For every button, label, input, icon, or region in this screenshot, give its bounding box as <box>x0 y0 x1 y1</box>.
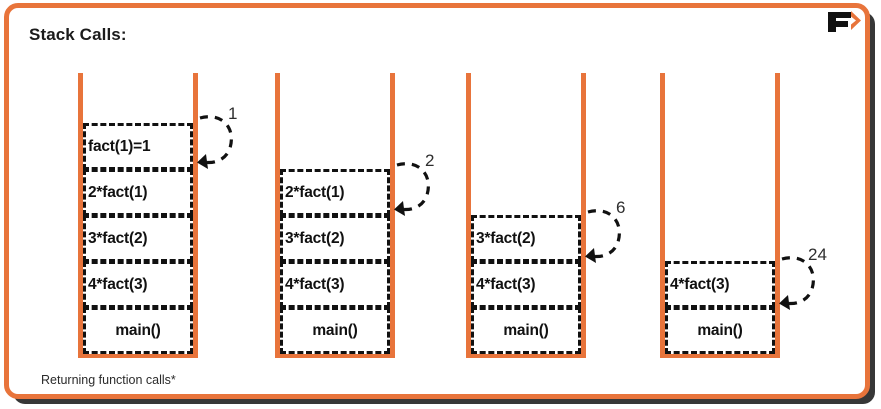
stack-frame: main() <box>471 307 581 354</box>
stack-frame-label: 4*fact(3) <box>88 275 148 293</box>
stack-rail-left <box>275 73 280 354</box>
stack-rail-left <box>466 73 471 354</box>
stack-rail-bottom <box>466 353 586 358</box>
stack-rail-left <box>78 73 83 354</box>
stack-frame: 3*fact(2) <box>280 215 390 262</box>
stack-rail-right <box>581 73 586 354</box>
stack-rail-bottom <box>660 353 780 358</box>
call-stack-4: 4*fact(3) main() <box>660 73 780 358</box>
stack-frame: 4*fact(3) <box>665 261 775 308</box>
stack-frame: 4*fact(3) <box>280 261 390 308</box>
stack-frame: 2*fact(1) <box>280 169 390 216</box>
stack-frame: main() <box>665 307 775 354</box>
stack-frame-label: 3*fact(2) <box>88 229 148 247</box>
stack-frames: 3*fact(2) 4*fact(3) main() <box>471 215 581 354</box>
stack-frame-label: main() <box>115 321 161 339</box>
stack-frame: 4*fact(3) <box>471 261 581 308</box>
stack-rail-bottom <box>275 353 395 358</box>
stack-frame-label: 4*fact(3) <box>476 275 536 293</box>
stack-frame-label: main() <box>312 321 358 339</box>
stack-frame: fact(1)=1 <box>83 123 193 170</box>
stack-frame-label: 2*fact(1) <box>88 183 148 201</box>
stack-rail-right <box>193 73 198 354</box>
f-chevron-logo <box>825 9 863 35</box>
stack-rail-left <box>660 73 665 354</box>
stack-rail-bottom <box>78 353 198 358</box>
stack-frame-label: 3*fact(2) <box>476 229 536 247</box>
stack-frame: 3*fact(2) <box>83 215 193 262</box>
stack-frame-label: main() <box>697 321 743 339</box>
stack-rail-right <box>390 73 395 354</box>
stack-frame: 4*fact(3) <box>83 261 193 308</box>
call-stack-2: 2*fact(1) 3*fact(2) 4*fact(3) main() <box>275 73 395 358</box>
stack-rail-right <box>775 73 780 354</box>
stack-frames: 2*fact(1) 3*fact(2) 4*fact(3) main() <box>280 169 390 354</box>
stack-frame: main() <box>280 307 390 354</box>
stack-frame-label: 4*fact(3) <box>285 275 345 293</box>
stack-frame-label: fact(1)=1 <box>88 137 151 155</box>
stack-frame: 3*fact(2) <box>471 215 581 262</box>
stack-frame-label: 3*fact(2) <box>285 229 345 247</box>
stack-frame: main() <box>83 307 193 354</box>
page-title: Stack Calls: <box>29 25 127 44</box>
stack-frame: 2*fact(1) <box>83 169 193 216</box>
footer-caption: Returning function calls* <box>41 373 176 387</box>
stack-frame-label: main() <box>503 321 549 339</box>
call-stack-3: 3*fact(2) 4*fact(3) main() <box>466 73 586 358</box>
stack-frame-label: 4*fact(3) <box>670 275 730 293</box>
stack-frame-label: 2*fact(1) <box>285 183 345 201</box>
stack-frames: fact(1)=1 2*fact(1) 3*fact(2) 4*fact(3) … <box>83 123 193 354</box>
stack-frames: 4*fact(3) main() <box>665 261 775 354</box>
call-stack-1: fact(1)=1 2*fact(1) 3*fact(2) 4*fact(3) … <box>78 73 198 358</box>
